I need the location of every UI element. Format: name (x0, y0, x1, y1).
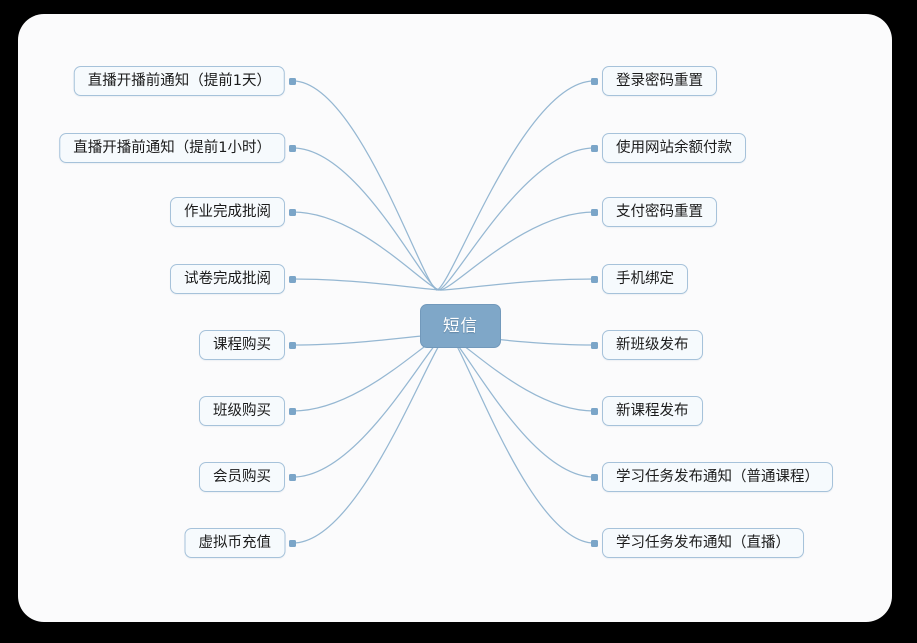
mindmap-node[interactable]: 使用网站余额付款 (602, 133, 746, 163)
connector-dot (289, 539, 296, 547)
mindmap-node[interactable]: 直播开播前通知（提前1小时） (59, 133, 285, 163)
branch-edge (441, 278, 595, 291)
mindmap-node[interactable]: 支付密码重置 (602, 197, 717, 227)
mindmap-node[interactable]: 课程购买 (199, 330, 285, 360)
mindmap-node[interactable]: 会员购买 (199, 462, 285, 492)
mindmap-node[interactable]: 新班级发布 (602, 330, 703, 360)
connector-dot (289, 473, 296, 481)
connector-dot (289, 208, 296, 216)
mindmap-canvas: 直播开播前通知（提前1天） 直播开播前通知（提前1小时） 作业完成批阅试卷完成批阅课… (18, 14, 892, 622)
connector-dot (591, 473, 598, 481)
branch-edge (292, 80, 438, 291)
branch-edge (292, 147, 440, 291)
branch-edge (445, 333, 595, 478)
connector-dot (591, 208, 598, 216)
connector-dot (289, 77, 296, 85)
branch-edge (292, 278, 443, 291)
connector-dot (591, 144, 598, 152)
branch-edge (292, 333, 448, 478)
mindmap-node[interactable]: 手机绑定 (602, 264, 688, 294)
mindmap-node[interactable]: 学习任务发布通知（直播） (602, 528, 804, 558)
branch-edge (447, 333, 595, 544)
branch-edge (292, 333, 449, 544)
mindmap-node[interactable]: 学习任务发布通知（普通课程） (602, 462, 833, 492)
branch-edge (292, 211, 441, 291)
branch-edge (439, 211, 595, 291)
mindmap-node[interactable]: 试卷完成批阅 (170, 264, 285, 294)
mindmap-node[interactable]: 新课程发布 (602, 396, 703, 426)
connector-dot (591, 77, 598, 85)
connector-dot (289, 341, 296, 349)
mindmap-node[interactable]: 虚拟币充值 (184, 528, 285, 558)
connector-dot (591, 341, 598, 349)
connector-dot (289, 144, 296, 152)
connector-dot (591, 539, 598, 547)
mindmap-node[interactable]: 作业完成批阅 (170, 197, 285, 227)
branch-edge (437, 147, 595, 291)
central-node[interactable]: 短信 (420, 304, 501, 348)
branch-edge (436, 80, 595, 291)
connector-dot (289, 275, 296, 283)
mindmap-node[interactable]: 班级购买 (199, 396, 285, 426)
connector-dot (591, 407, 598, 415)
connector-dot (591, 275, 598, 283)
mindmap-node[interactable]: 直播开播前通知（提前1天） (73, 66, 285, 96)
mindmap-node[interactable]: 登录密码重置 (602, 66, 717, 96)
connector-dot (289, 407, 296, 415)
